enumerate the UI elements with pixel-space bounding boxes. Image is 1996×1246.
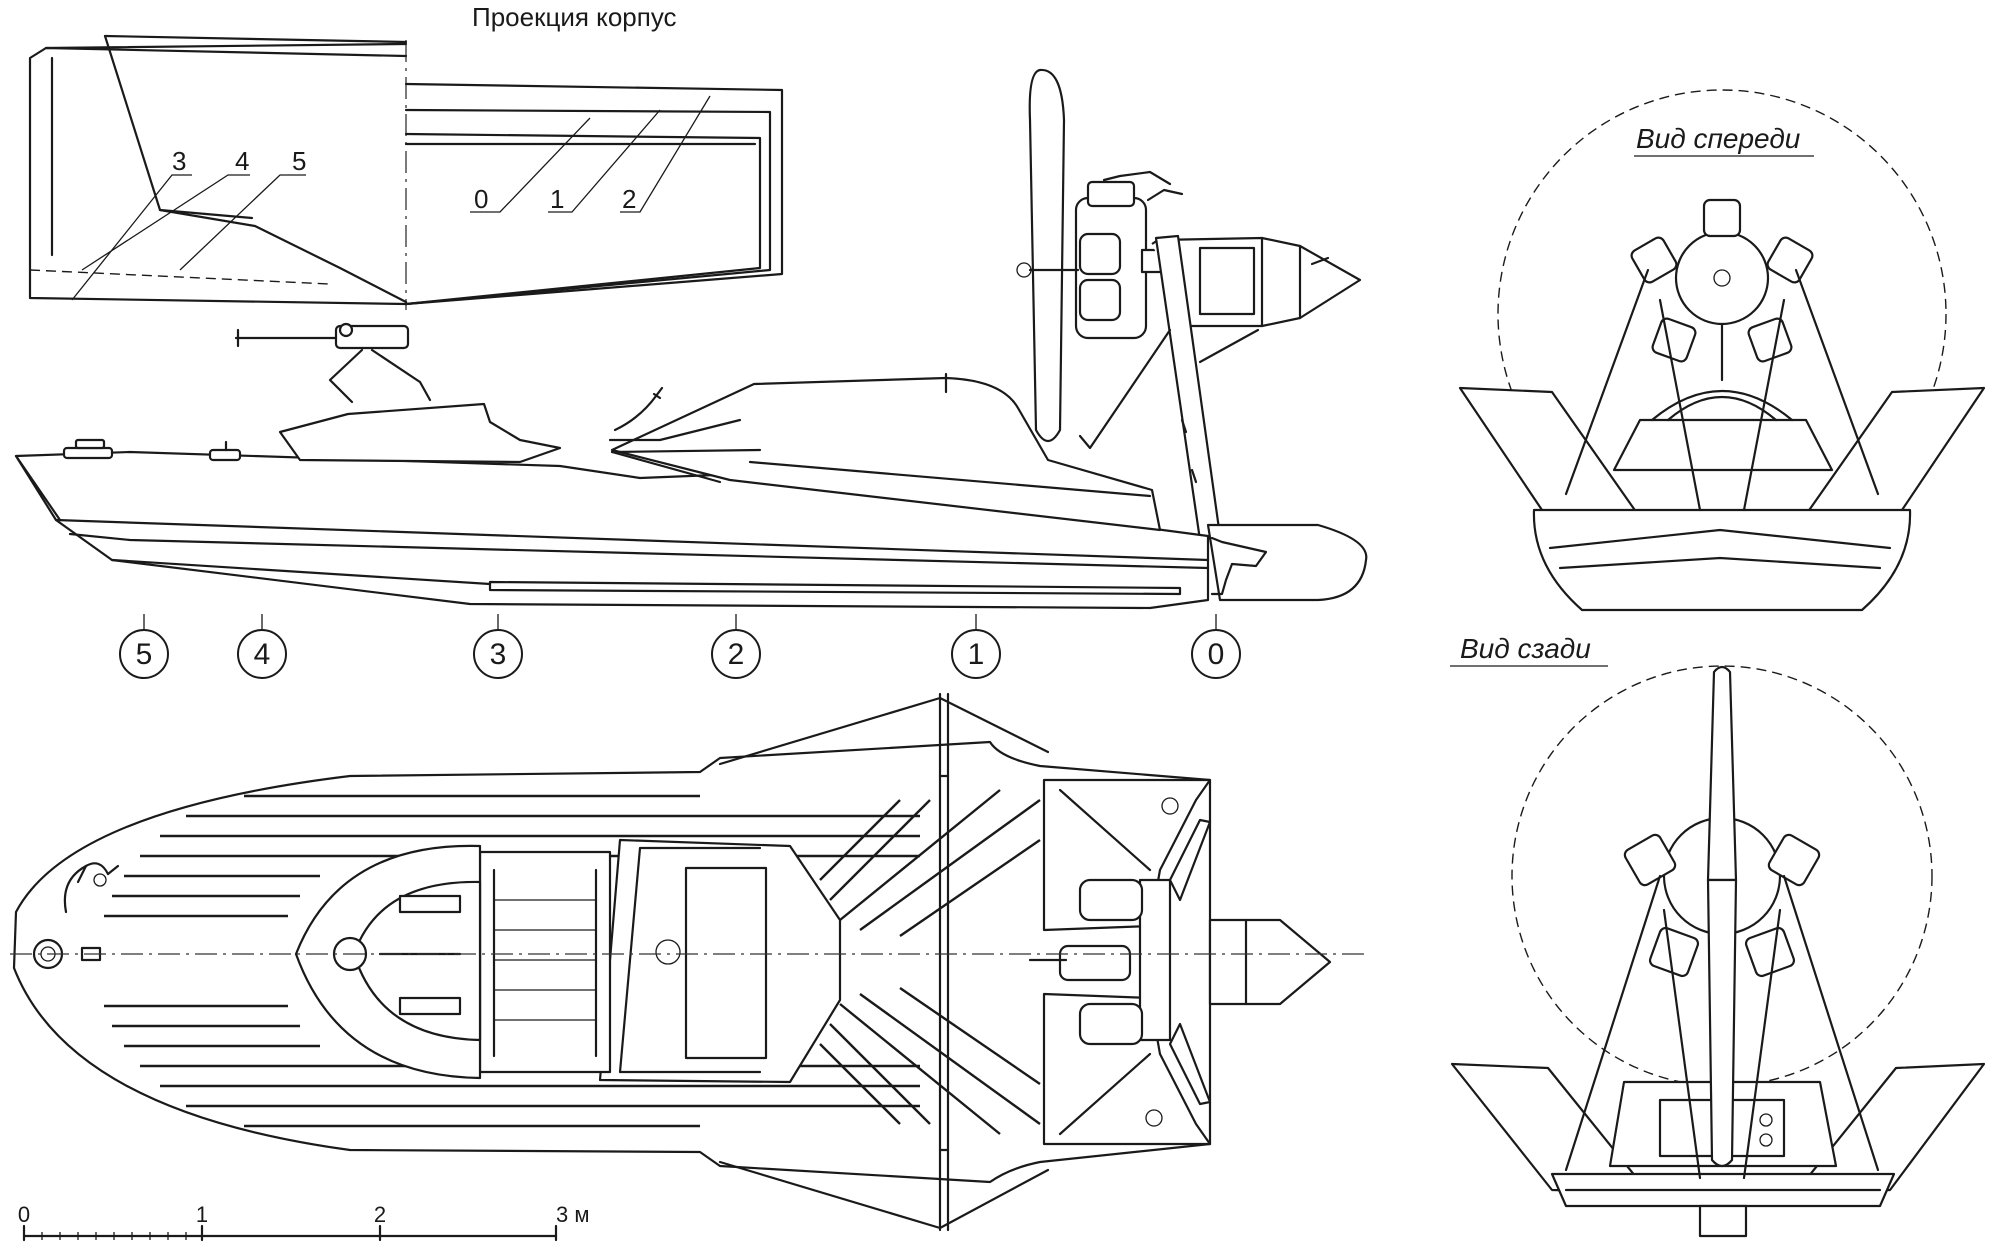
propeller-blade (1028, 68, 1066, 443)
side-fairing (610, 376, 1162, 532)
stern-skirt (1206, 523, 1368, 602)
tail-structure (1078, 234, 1362, 542)
station-number: 3 (490, 638, 507, 671)
front-view: Вид спереди (1458, 89, 1986, 612)
station-number: 1 (968, 638, 985, 671)
station-number: 2 (728, 638, 745, 671)
station-number: 4 (254, 638, 271, 671)
engine-plan (1028, 818, 1212, 1106)
projection-label: 0 (474, 184, 488, 214)
scale-tick-label: 1 (196, 1202, 208, 1227)
hull-projection-title: Проекция корпус (472, 2, 677, 32)
cockpit-hood (278, 402, 562, 464)
scale-tick-label: 3 м (556, 1202, 589, 1227)
machine-gun (234, 322, 432, 404)
side-view: 5 4 3 2 1 0 (14, 68, 1368, 679)
scale-tick-label: 0 (18, 1202, 30, 1227)
rear-view: Вид сзади (1450, 633, 1986, 1238)
station-number: 5 (136, 638, 153, 671)
projection-label: 4 (235, 146, 249, 176)
projection-label: 2 (622, 184, 636, 214)
plan-view (10, 692, 1370, 1232)
projection-label: 5 (292, 146, 306, 176)
front-view-title: Вид спереди (1636, 123, 1801, 154)
anchor-icon (63, 862, 120, 914)
engine-side (1016, 170, 1184, 340)
scale-bar: 0 1 2 3 м (18, 1202, 589, 1242)
station-number: 0 (1208, 638, 1225, 671)
projection-label: 1 (550, 184, 564, 214)
scale-tick-label: 2 (374, 1202, 386, 1227)
rear-view-title: Вид сзади (1460, 633, 1591, 664)
projection-label: 3 (172, 146, 186, 176)
hull-projection: Проекция корпус 3 4 5 0 1 2 (28, 2, 784, 310)
